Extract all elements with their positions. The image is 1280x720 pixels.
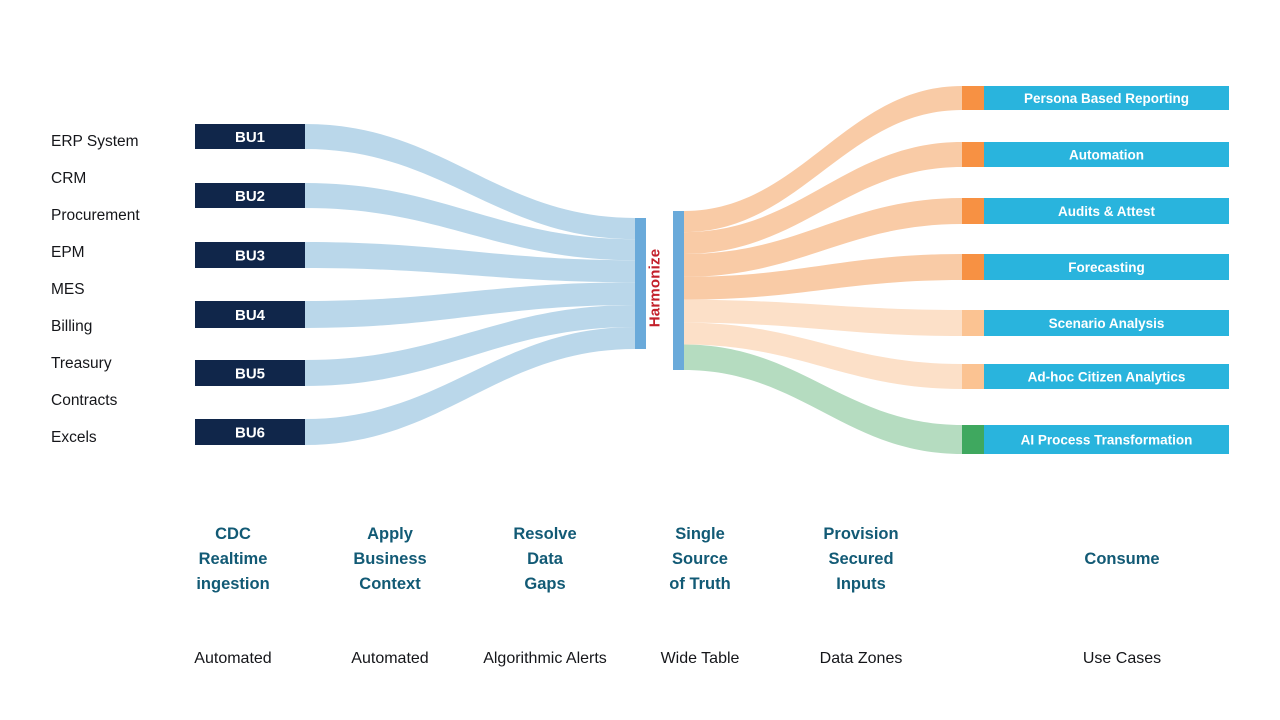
flow-ribbon-ai-process-transformation xyxy=(684,344,962,454)
flow-ribbon-bu3 xyxy=(305,242,635,283)
stage-title-line-automated-cdc-realtime-ingestion: ingestion xyxy=(196,575,269,593)
stage-title-line-use-cases-consume: Consume xyxy=(1084,550,1159,568)
use-case-label-forecasting: Forecasting xyxy=(1068,260,1145,275)
bu-node-bu4[interactable] xyxy=(195,301,305,328)
use-case-connector-audits-attest xyxy=(962,198,984,224)
use-case-node-ad-hoc-citizen-analytics[interactable] xyxy=(984,364,1229,389)
use-case-label-automation: Automation xyxy=(1069,148,1144,163)
stage-title-line-automated-cdc-realtime-ingestion: Realtime xyxy=(199,550,268,568)
use-case-label-scenario-analysis: Scenario Analysis xyxy=(1049,316,1165,331)
stage-title-line-automated-apply-business-context: Business xyxy=(353,550,426,568)
flow-ribbon-forecasting xyxy=(684,254,962,300)
use-case-label-audits-attest: Audits & Attest xyxy=(1058,204,1156,219)
bu-node-bu3[interactable] xyxy=(195,242,305,268)
source-label-procurement: Procurement xyxy=(51,207,140,224)
bu-node-label-bu1: BU1 xyxy=(235,129,265,146)
bu-node-label-bu3: BU3 xyxy=(235,248,265,265)
stage-title-line-algorithmic-alerts-resolve-data-gaps: Resolve xyxy=(513,525,576,543)
source-label-contracts: Contracts xyxy=(51,392,118,409)
source-label-erp-system: ERP System xyxy=(51,133,139,150)
stage-subtitle-automated-apply-business-context: Automated xyxy=(351,650,428,667)
stage-subtitle-data-zones-provision-secured-inputs: Data Zones xyxy=(820,650,903,667)
stage-title-line-wide-table-single-source-of-truth: Source xyxy=(672,550,728,568)
source-label-excels: Excels xyxy=(51,429,97,446)
bu-node-label-bu2: BU2 xyxy=(235,188,265,205)
stage-title-line-algorithmic-alerts-resolve-data-gaps: Gaps xyxy=(524,575,565,593)
source-label-billing: Billing xyxy=(51,318,92,335)
flow-ribbon-bu6 xyxy=(305,327,635,445)
flow-ribbon-bu1 xyxy=(305,124,635,240)
left-ribbon-group xyxy=(305,124,635,445)
stage-title-line-wide-table-single-source-of-truth: Single xyxy=(675,525,725,543)
stage-subtitle-wide-table-single-source-of-truth: Wide Table xyxy=(661,650,740,667)
flow-ribbon-audits-attest xyxy=(684,198,962,277)
stage-title-line-data-zones-provision-secured-inputs: Secured xyxy=(828,550,893,568)
use-case-node-forecasting[interactable] xyxy=(984,254,1229,280)
use-case-label-ad-hoc-citizen-analytics: Ad-hoc Citizen Analytics xyxy=(1028,370,1186,385)
stage-title-line-automated-apply-business-context: Context xyxy=(359,575,421,593)
use-case-connector-ai-process-transformation xyxy=(962,425,984,454)
use-case-label-persona-based-reporting: Persona Based Reporting xyxy=(1024,91,1189,106)
stage-subtitle-automated-cdc-realtime-ingestion: Automated xyxy=(194,650,271,667)
use-case-node-automation[interactable] xyxy=(984,142,1229,167)
use-case-connector-forecasting xyxy=(962,254,984,280)
use-case-node-audits-attest[interactable] xyxy=(984,198,1229,224)
use-case-connector-persona-based-reporting xyxy=(962,86,984,110)
bu-node-label-bu4: BU4 xyxy=(235,307,266,324)
stage-title-line-data-zones-provision-secured-inputs: Provision xyxy=(823,525,898,543)
right-ribbon-group xyxy=(684,86,962,454)
bu-node-bu1[interactable] xyxy=(195,124,305,149)
harmonize-output-bar[interactable] xyxy=(673,211,684,370)
harmonize-label: Harmonize xyxy=(647,249,664,328)
bu-node-bu5[interactable] xyxy=(195,360,305,386)
bu-node-bu6[interactable] xyxy=(195,419,305,445)
stage-subtitle-use-cases-consume: Use Cases xyxy=(1083,650,1161,667)
stage-title-line-algorithmic-alerts-resolve-data-gaps: Data xyxy=(527,550,564,568)
stage-title-line-data-zones-provision-secured-inputs: Inputs xyxy=(836,575,886,593)
flow-ribbon-bu4 xyxy=(305,282,635,328)
bu-node-label-bu5: BU5 xyxy=(235,366,265,383)
flow-ribbon-persona-based-reporting xyxy=(684,86,962,233)
source-label-treasury: Treasury xyxy=(51,355,112,372)
source-label-epm: EPM xyxy=(51,244,85,261)
flow-ribbon-scenario-analysis xyxy=(684,299,962,336)
flow-ribbon-bu2 xyxy=(305,183,635,261)
use-case-node-scenario-analysis[interactable] xyxy=(984,310,1229,336)
stage-subtitle-algorithmic-alerts-resolve-data-gaps: Algorithmic Alerts xyxy=(483,650,607,667)
flow-ribbon-ad-hoc-citizen-analytics xyxy=(684,322,962,389)
stage-title-line-wide-table-single-source-of-truth: of Truth xyxy=(669,575,730,593)
use-case-connector-ad-hoc-citizen-analytics xyxy=(962,364,984,389)
use-case-connector-automation xyxy=(962,142,984,167)
bu-node-label-bu6: BU6 xyxy=(235,425,265,442)
flow-ribbon-automation xyxy=(684,142,962,255)
bu-node-bu2[interactable] xyxy=(195,183,305,208)
use-case-node-ai-process-transformation[interactable] xyxy=(984,425,1229,454)
harmonize-node-group: Harmonize xyxy=(635,211,684,370)
harmonize-input-bar[interactable] xyxy=(635,218,646,349)
source-label-crm: CRM xyxy=(51,170,86,187)
use-case-node-persona-based-reporting[interactable] xyxy=(984,86,1229,110)
use-case-label-ai-process-transformation: AI Process Transformation xyxy=(1021,433,1193,448)
flow-ribbon-bu5 xyxy=(305,305,635,386)
use-case-connector-scenario-analysis xyxy=(962,310,984,336)
stage-title-line-automated-apply-business-context: Apply xyxy=(367,525,414,543)
use-case-node-group: Persona Based ReportingAutomationAudits … xyxy=(962,86,1229,454)
source-label-mes: MES xyxy=(51,281,85,298)
stage-title-line-automated-cdc-realtime-ingestion: CDC xyxy=(215,525,251,543)
